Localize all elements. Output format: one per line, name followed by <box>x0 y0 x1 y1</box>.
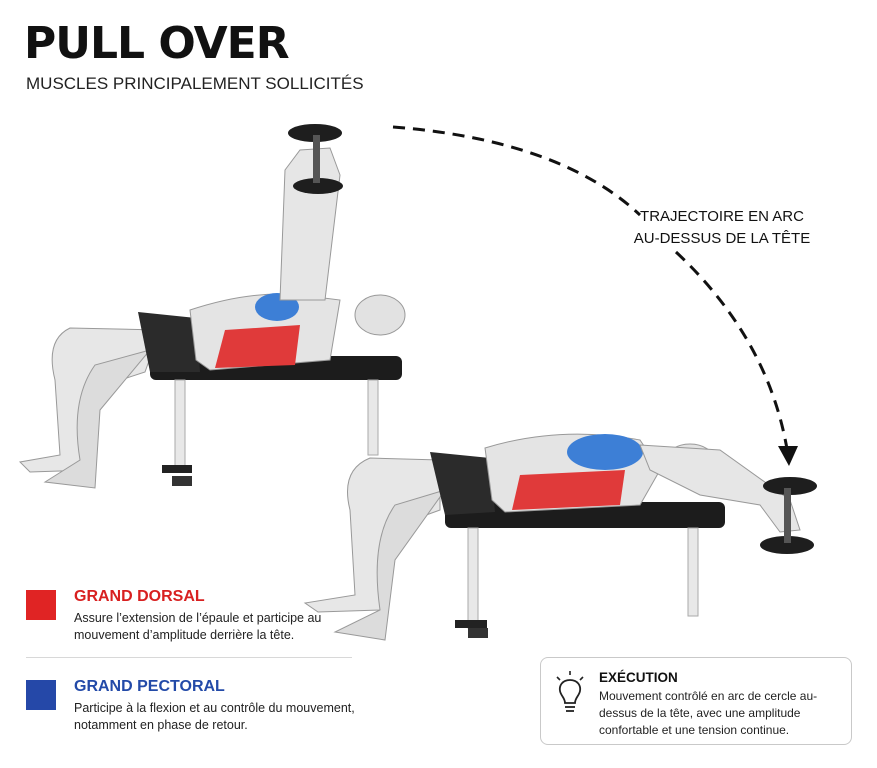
lightbulb-icon <box>556 671 584 712</box>
trajectory-annotation: TRAJECTOIRE EN ARC AU-DESSUS DE LA TÊTE <box>614 206 830 250</box>
legend-description: Participe à la flexion et au contrôle du… <box>74 701 355 732</box>
execution-title: EXÉCUTION <box>599 670 678 685</box>
legend-name: GRAND PECTORAL <box>74 678 225 695</box>
execution-box: EXÉCUTION Mouvement contrôlé en arc de c… <box>540 657 852 745</box>
page-subtitle: MUSCLES PRINCIPALEMENT SOLLICITÉS <box>26 74 364 93</box>
page-title: PULL OVER <box>24 18 290 69</box>
legend-name: GRAND DORSAL <box>74 588 205 605</box>
trajectory-arrowhead <box>778 446 798 466</box>
figure-start-position <box>18 124 406 489</box>
trajectory-arc-lower <box>674 250 790 456</box>
execution-description: Mouvement contrôlé en arc de cercle au-d… <box>599 689 818 737</box>
red-swatch-icon <box>26 590 56 620</box>
legend-divider <box>26 657 352 658</box>
trajectory-annotation-line2: AU-DESSUS DE LA TÊTE <box>633 230 811 247</box>
legend-description: Assure l’extension de l’épaule et partic… <box>74 611 322 642</box>
trajectory-arc <box>392 125 642 217</box>
figure-end-position <box>303 433 817 641</box>
blue-swatch-icon <box>26 680 56 710</box>
legend-item-grand-dorsal: GRAND DORSAL Assure l’extension de l’épa… <box>26 588 356 646</box>
legend-item-grand-pectoral: GRAND PECTORAL Participe à la flexion et… <box>26 678 356 736</box>
trajectory-annotation-line1: TRAJECTOIRE EN ARC <box>640 208 804 225</box>
